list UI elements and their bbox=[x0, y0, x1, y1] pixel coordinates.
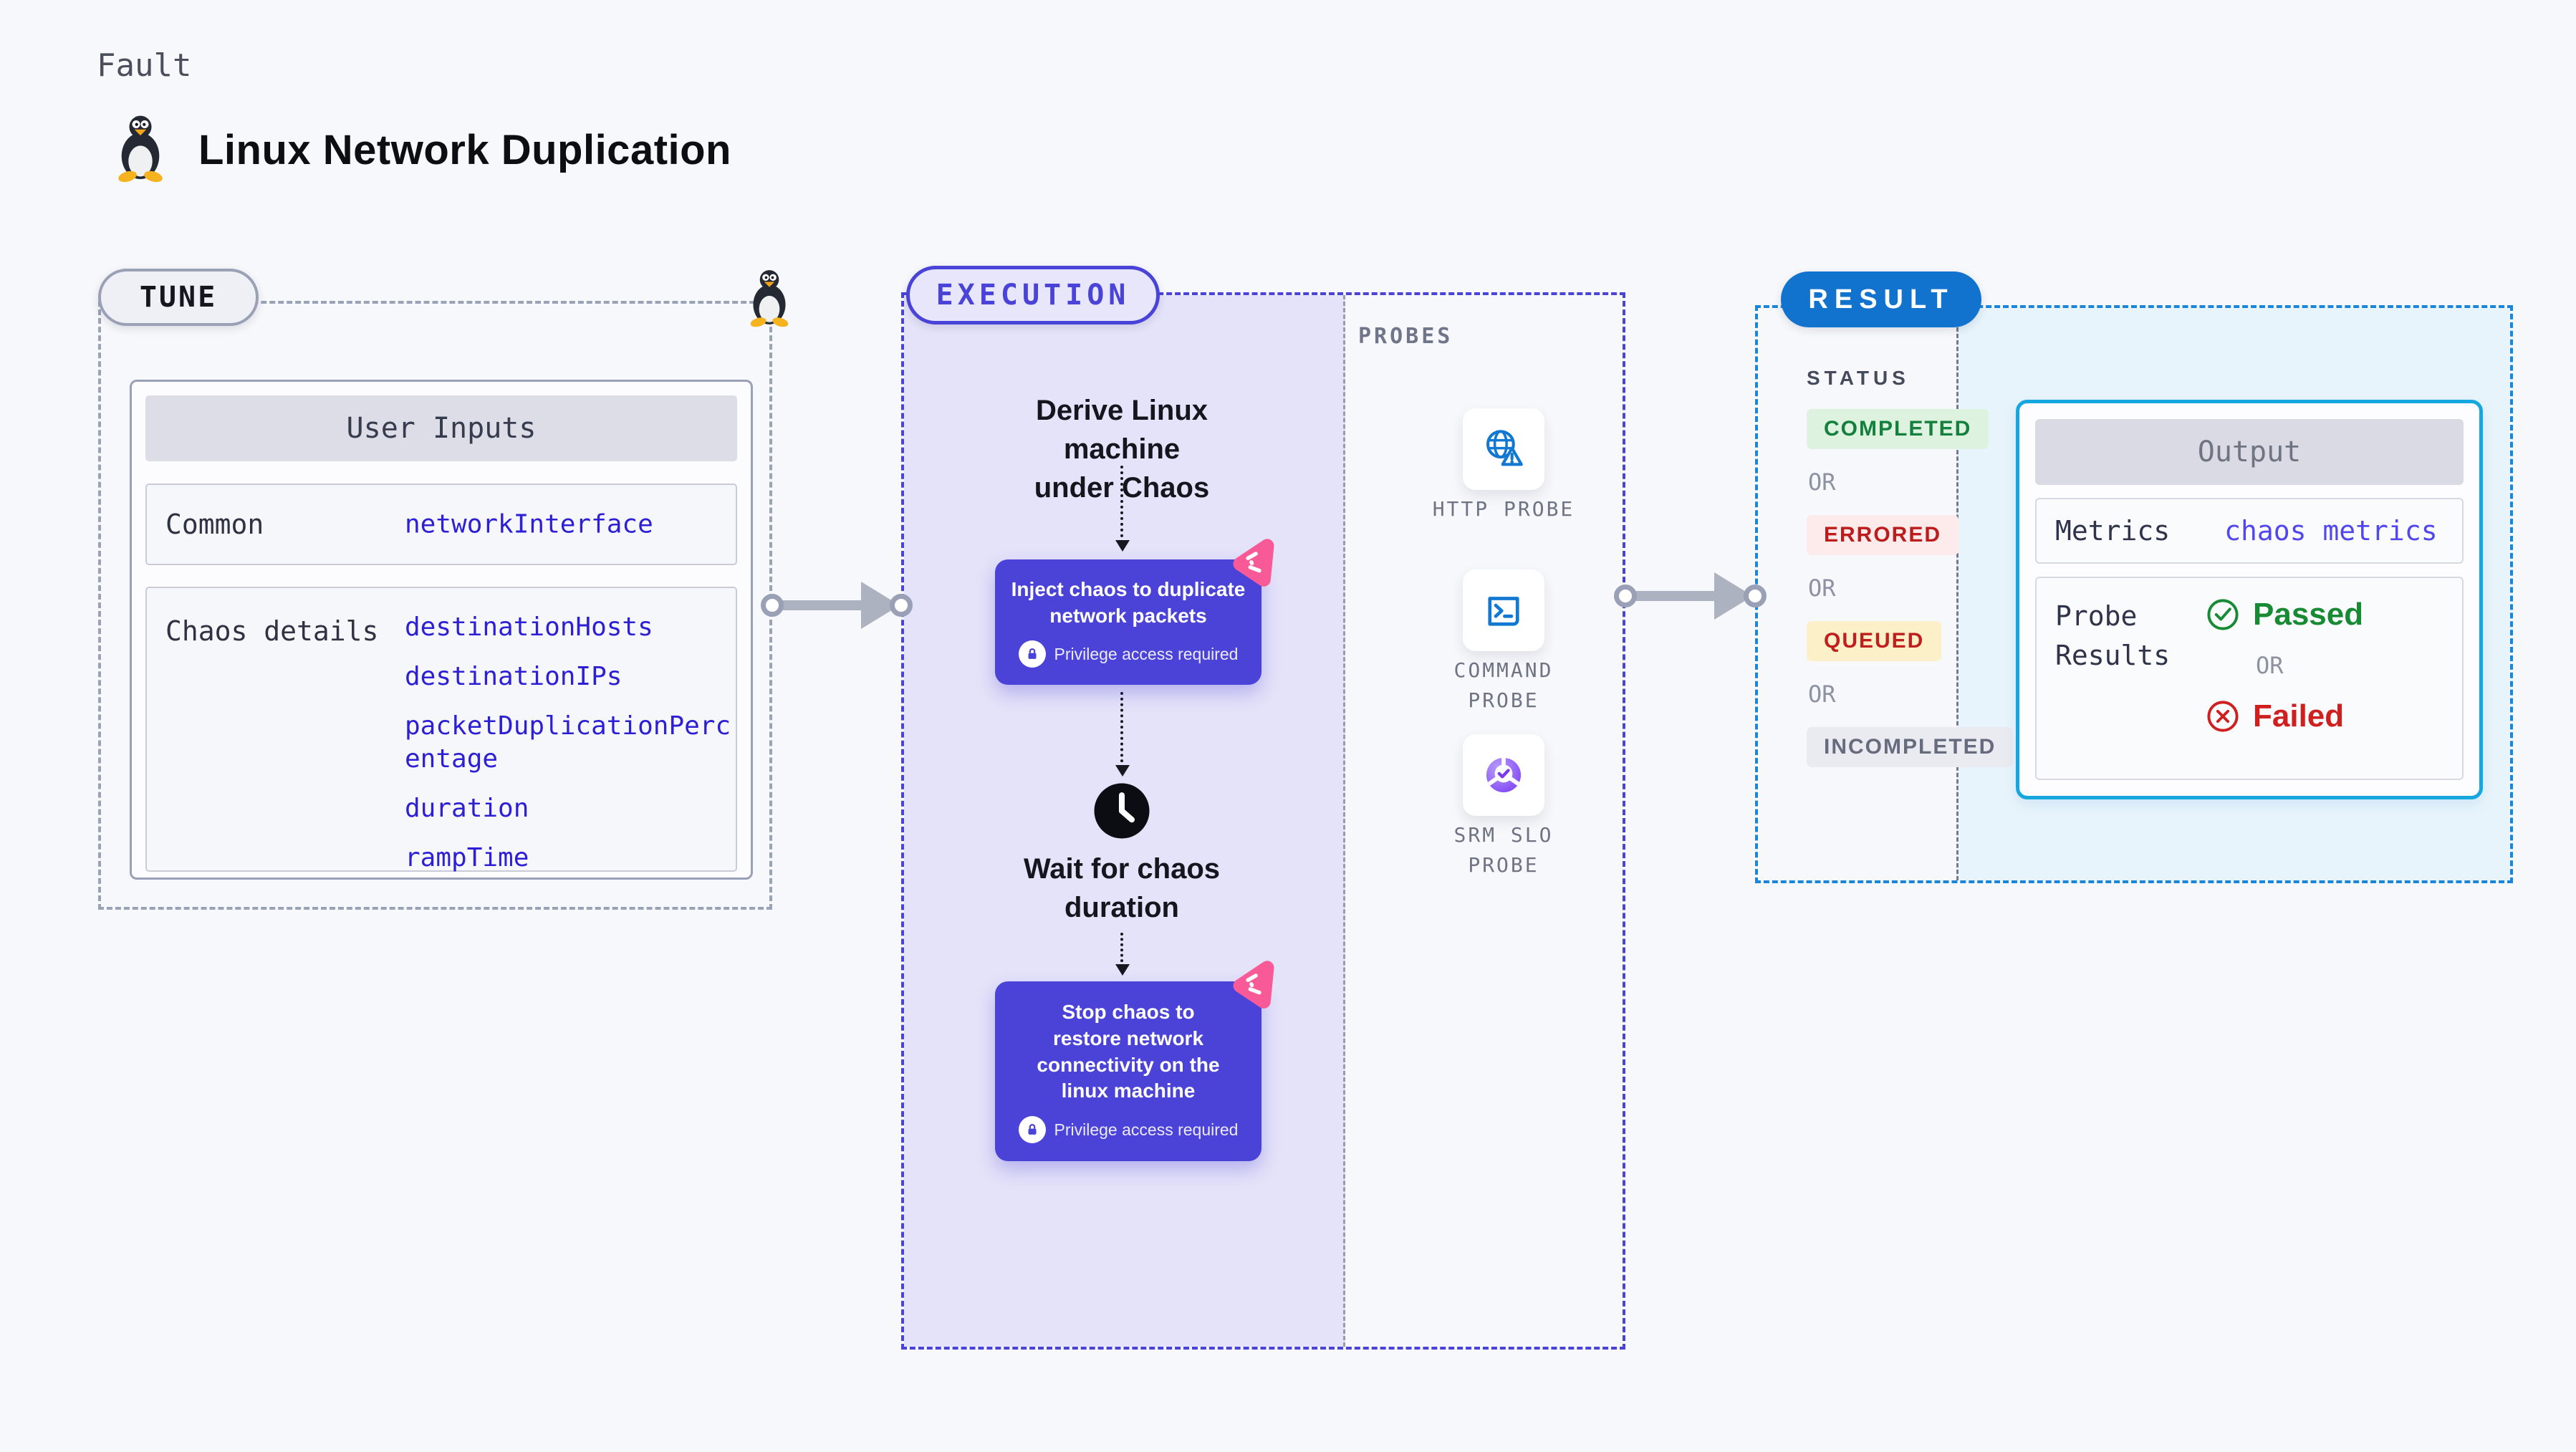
http-probe-label: HTTP PROBE bbox=[1432, 497, 1575, 521]
srm-slo-probe-card bbox=[1463, 734, 1544, 816]
metrics-value: chaos metrics bbox=[2224, 515, 2438, 547]
or-separator: OR bbox=[1808, 574, 1836, 602]
or-separator: OR bbox=[1808, 468, 1836, 496]
step-derive-machine: Derive Linux machine under Chaos bbox=[1034, 395, 1210, 504]
passed-line: Passed bbox=[2206, 597, 2363, 633]
srm-slo-probe-label: SRM SLO PROBE bbox=[1453, 823, 1554, 877]
output-card: Output Metrics chaos metrics Probe Resul… bbox=[2016, 400, 2483, 799]
user-inputs-card: User Inputs Common networkInterface Chao… bbox=[130, 380, 753, 880]
result-badge: RESULT bbox=[1781, 271, 1981, 327]
inject-chaos-label: Inject chaos to duplicate network packet… bbox=[1011, 577, 1246, 627]
probes-heading: PROBES bbox=[1358, 324, 1453, 349]
connector-dot bbox=[890, 594, 913, 617]
arrow-execution-to-result bbox=[1625, 591, 1719, 601]
status-heading: STATUS bbox=[1807, 367, 1910, 389]
command-probe-card bbox=[1463, 569, 1544, 651]
page-title: Linux Network Duplication bbox=[198, 127, 731, 173]
chaos-symbol-icon bbox=[1233, 539, 1274, 587]
privilege-note: Privilege access required bbox=[1054, 644, 1239, 663]
input-values-list: destinationHosts destinationIPs packetDu… bbox=[405, 611, 734, 891]
step-inject-chaos: Inject chaos to duplicate network packet… bbox=[995, 559, 1261, 685]
arrow-tune-to-execution bbox=[772, 600, 865, 610]
probe-results-row: Probe Results Passed OR Failed bbox=[2035, 577, 2464, 780]
or-separator: OR bbox=[2256, 652, 2284, 679]
input-value: packetDuplicationPercentage bbox=[405, 711, 731, 774]
slo-pie-icon bbox=[1486, 757, 1522, 793]
terminal-icon bbox=[1488, 597, 1519, 626]
probe-results-values: Passed OR Failed bbox=[2206, 597, 2363, 779]
step-wait-duration: Wait for chaos duration bbox=[1023, 853, 1221, 923]
check-circle-icon bbox=[2207, 599, 2239, 630]
input-value: destinationIPs bbox=[405, 661, 623, 691]
x-circle-icon bbox=[2207, 701, 2239, 732]
user-input-row-common: Common networkInterface bbox=[145, 484, 737, 565]
input-value: destinationHosts bbox=[405, 612, 653, 642]
lock-icon bbox=[1018, 1116, 1046, 1144]
input-value: duration bbox=[405, 794, 529, 824]
status-badge-errored: ERRORED bbox=[1807, 515, 1959, 555]
lock-icon bbox=[1018, 640, 1046, 668]
stop-chaos-label: Stop chaos to restore network connectivi… bbox=[1037, 1000, 1220, 1102]
connector-dot bbox=[1614, 585, 1637, 607]
http-probe-card bbox=[1463, 408, 1544, 490]
failed-label: Failed bbox=[2253, 698, 2345, 734]
connector-dot bbox=[1744, 585, 1767, 607]
tux-penguin-icon-small bbox=[750, 270, 789, 327]
tux-penguin-icon bbox=[118, 115, 163, 183]
fault-eyebrow: Fault bbox=[97, 47, 192, 84]
input-value: rampTime bbox=[405, 842, 529, 872]
command-probe-label: COMMAND PROBE bbox=[1453, 658, 1554, 712]
step-stop-chaos: Stop chaos to restore network connectivi… bbox=[995, 981, 1261, 1161]
flow-arrow-down bbox=[1115, 933, 1130, 976]
user-inputs-header: User Inputs bbox=[145, 395, 737, 461]
input-row-label: Chaos details bbox=[165, 615, 379, 647]
status-badge-queued: QUEUED bbox=[1807, 621, 1942, 661]
metrics-label: Metrics bbox=[2055, 515, 2171, 547]
input-row-label: Common bbox=[165, 509, 264, 540]
privilege-note: Privilege access required bbox=[1054, 1120, 1239, 1139]
flow-arrow-down bbox=[1115, 466, 1130, 552]
privilege-row: Privilege access required bbox=[1018, 1116, 1239, 1144]
globe-alert-icon bbox=[1486, 430, 1523, 466]
probe-results-label: Probe Results bbox=[2055, 600, 2171, 672]
privilege-row: Privilege access required bbox=[1018, 640, 1239, 668]
clock-icon bbox=[1094, 783, 1150, 839]
chaos-symbol-icon bbox=[1233, 961, 1274, 1009]
input-value: networkInterface bbox=[405, 509, 653, 539]
user-input-row-chaos-details: Chaos details destinationHosts destinati… bbox=[145, 587, 737, 872]
status-column: STATUS COMPLETED OR ERRORED OR QUEUED OR… bbox=[1807, 367, 2014, 767]
output-header: Output bbox=[2035, 419, 2464, 485]
or-separator: OR bbox=[1808, 681, 1836, 708]
failed-line: Failed bbox=[2206, 698, 2344, 734]
connector-dot bbox=[761, 594, 784, 617]
execution-badge: EXECUTION bbox=[906, 266, 1160, 324]
tune-badge: TUNE bbox=[98, 269, 259, 326]
flow-arrow-down bbox=[1115, 692, 1130, 777]
status-badge-completed: COMPLETED bbox=[1807, 409, 1989, 449]
metrics-row: Metrics chaos metrics bbox=[2035, 498, 2464, 564]
passed-label: Passed bbox=[2253, 597, 2364, 632]
status-badge-incompleted: INCOMPLETED bbox=[1807, 727, 2014, 767]
